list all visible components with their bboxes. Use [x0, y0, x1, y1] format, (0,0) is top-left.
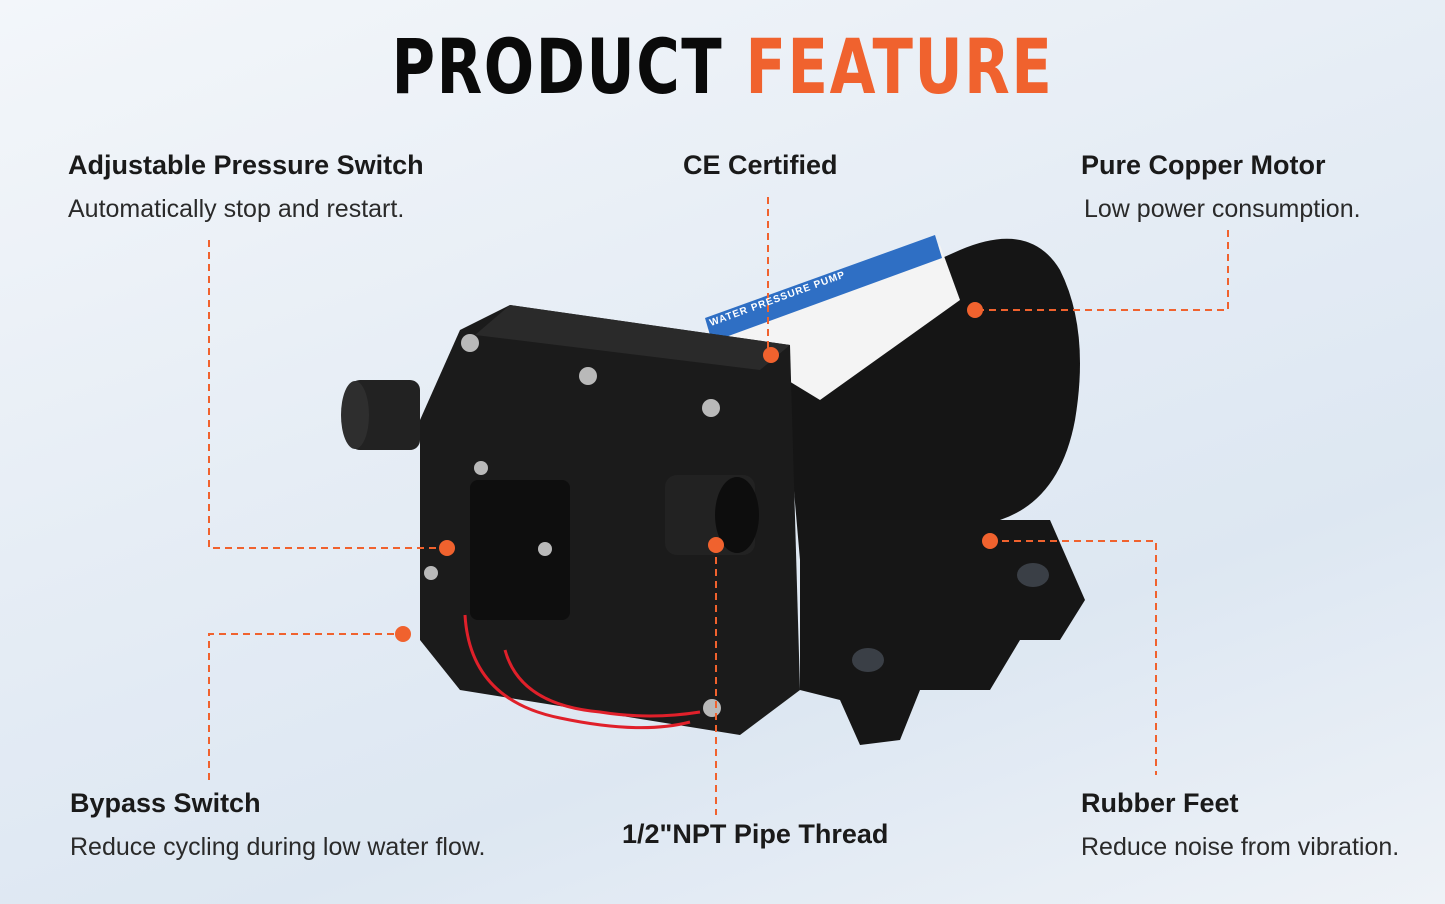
pump-image [341, 235, 1085, 745]
page-title: PRODUCT FEATURE [391, 22, 1054, 111]
feature-rubber-feet: Rubber Feet Reduce noise from vibration. [1081, 788, 1400, 861]
feature-ce-certified: CE Certified [683, 150, 838, 180]
feature-pure-copper-motor: Pure Copper Motor Low power consumption. [1081, 150, 1361, 223]
callout-lines [208, 197, 1229, 815]
feature-adjustable-pressure-switch: Adjustable Pressure Switch Automatically… [68, 150, 424, 223]
callout-dots [395, 302, 998, 642]
feature-npt-pipe-thread: 1/2"NPT Pipe Thread [622, 819, 889, 849]
feature-bypass-switch: Bypass Switch Reduce cycling during low … [70, 788, 486, 861]
